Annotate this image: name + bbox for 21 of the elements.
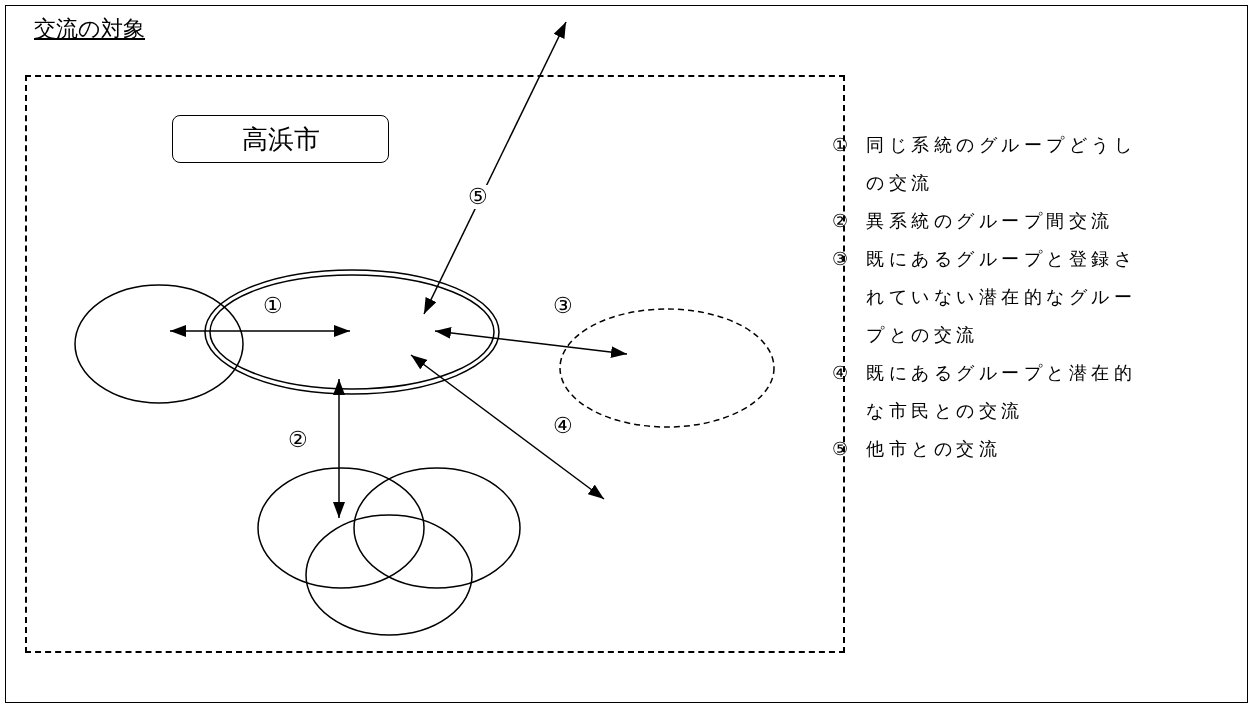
double-headed-arrow xyxy=(434,326,628,359)
list-number: ③ xyxy=(832,247,848,271)
group-ellipse xyxy=(74,284,244,404)
place-label-box: 高浜市 xyxy=(172,115,389,163)
list-text: 同じ系統のグループどうしの交流 xyxy=(866,133,1137,195)
double-headed-arrow xyxy=(423,21,567,315)
list-text: 他市との交流 xyxy=(866,437,1002,461)
list-number: ② xyxy=(832,209,848,233)
double-headed-arrow xyxy=(169,325,351,337)
double-headed-arrow xyxy=(333,378,345,519)
list-text: 既にあるグループと潜在的な市民との交流 xyxy=(866,361,1137,423)
group-ellipse xyxy=(257,467,425,589)
double-headed-arrow xyxy=(410,354,605,500)
edge-label: ⑤ xyxy=(467,185,489,209)
list-text: 異系統のグループ間交流 xyxy=(866,209,1115,233)
list-text: 既にあるグループと登録されていない潜在的なグループとの交流 xyxy=(866,247,1137,347)
group-ellipse xyxy=(353,467,521,589)
group-ellipse xyxy=(305,514,473,636)
double-ellipse xyxy=(204,269,500,395)
list-number: ⑤ xyxy=(832,437,848,461)
title: 交流の対象 xyxy=(34,15,145,43)
